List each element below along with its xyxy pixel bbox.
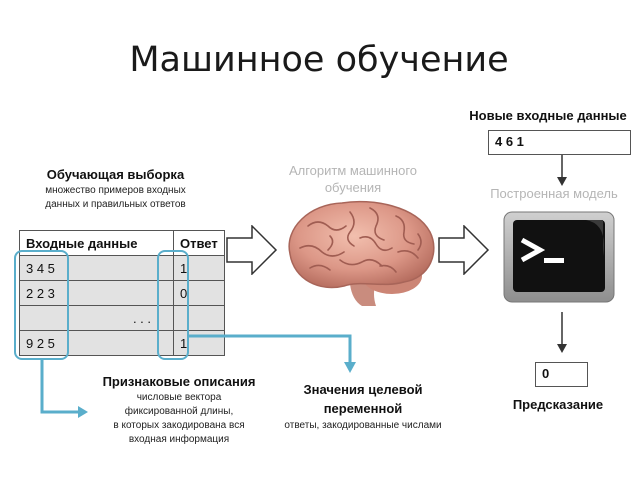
input-cell: 9 2 5 <box>19 330 174 356</box>
page-title: Машинное обучение <box>129 40 509 80</box>
features-connector <box>40 359 78 414</box>
terminal-icon <box>503 211 615 303</box>
model-label: Построенная модель <box>490 186 618 201</box>
arrow-right-icon <box>226 225 278 275</box>
table-row: 2 2 3 0 <box>19 280 225 306</box>
training-heading: Обучающая выборка <box>46 167 185 182</box>
training-table: Входные данные Ответ 3 4 5 1 2 2 3 0 . .… <box>19 230 225 356</box>
answer-cell: 1 <box>173 255 225 281</box>
new-input-label: Новые входные данные <box>469 108 627 123</box>
answers-highlight-box <box>157 250 189 360</box>
table-row: 3 4 5 1 <box>19 255 225 281</box>
features-line-3: в которых закодирована вся <box>113 420 245 431</box>
target-connector <box>188 334 352 362</box>
answer-cell <box>173 305 225 331</box>
features-heading: Признаковые описания <box>102 374 256 389</box>
column-header-answer: Ответ <box>173 230 225 256</box>
features-line-1: числовые вектора <box>136 392 222 403</box>
prediction-label: Предсказание <box>512 397 604 412</box>
arrow-down-icon <box>557 155 567 186</box>
target-heading-1: Значения целевой <box>303 382 423 397</box>
arrow-right-icon <box>438 225 490 275</box>
features-arrowhead <box>78 406 88 418</box>
features-line-4: входная информация <box>128 434 230 445</box>
target-arrowhead <box>344 362 356 373</box>
features-highlight-box <box>14 250 69 360</box>
input-cell: . . . <box>19 305 174 331</box>
target-heading-2: переменной <box>323 401 403 416</box>
table-row: . . . <box>19 305 225 331</box>
target-subtitle: ответы, закодированные числами <box>284 420 442 431</box>
new-input-box: 4 6 1 <box>488 130 631 155</box>
features-line-2: фиксированной длины, <box>124 406 234 417</box>
prediction-box: 0 <box>535 362 588 387</box>
algorithm-label-2: обучения <box>324 180 382 195</box>
training-subtitle-1: множество примеров входных <box>45 185 186 196</box>
input-cell: 3 4 5 <box>19 255 174 281</box>
input-cell: 2 2 3 <box>19 280 174 306</box>
training-subtitle-2: данных и правильных ответов <box>45 199 186 210</box>
brain-icon <box>288 200 435 306</box>
answer-cell: 0 <box>173 280 225 306</box>
arrow-down-icon <box>557 312 567 353</box>
table-header-row: Входные данные Ответ <box>19 230 225 256</box>
algorithm-label-1: Алгоритм машинного <box>288 163 418 178</box>
